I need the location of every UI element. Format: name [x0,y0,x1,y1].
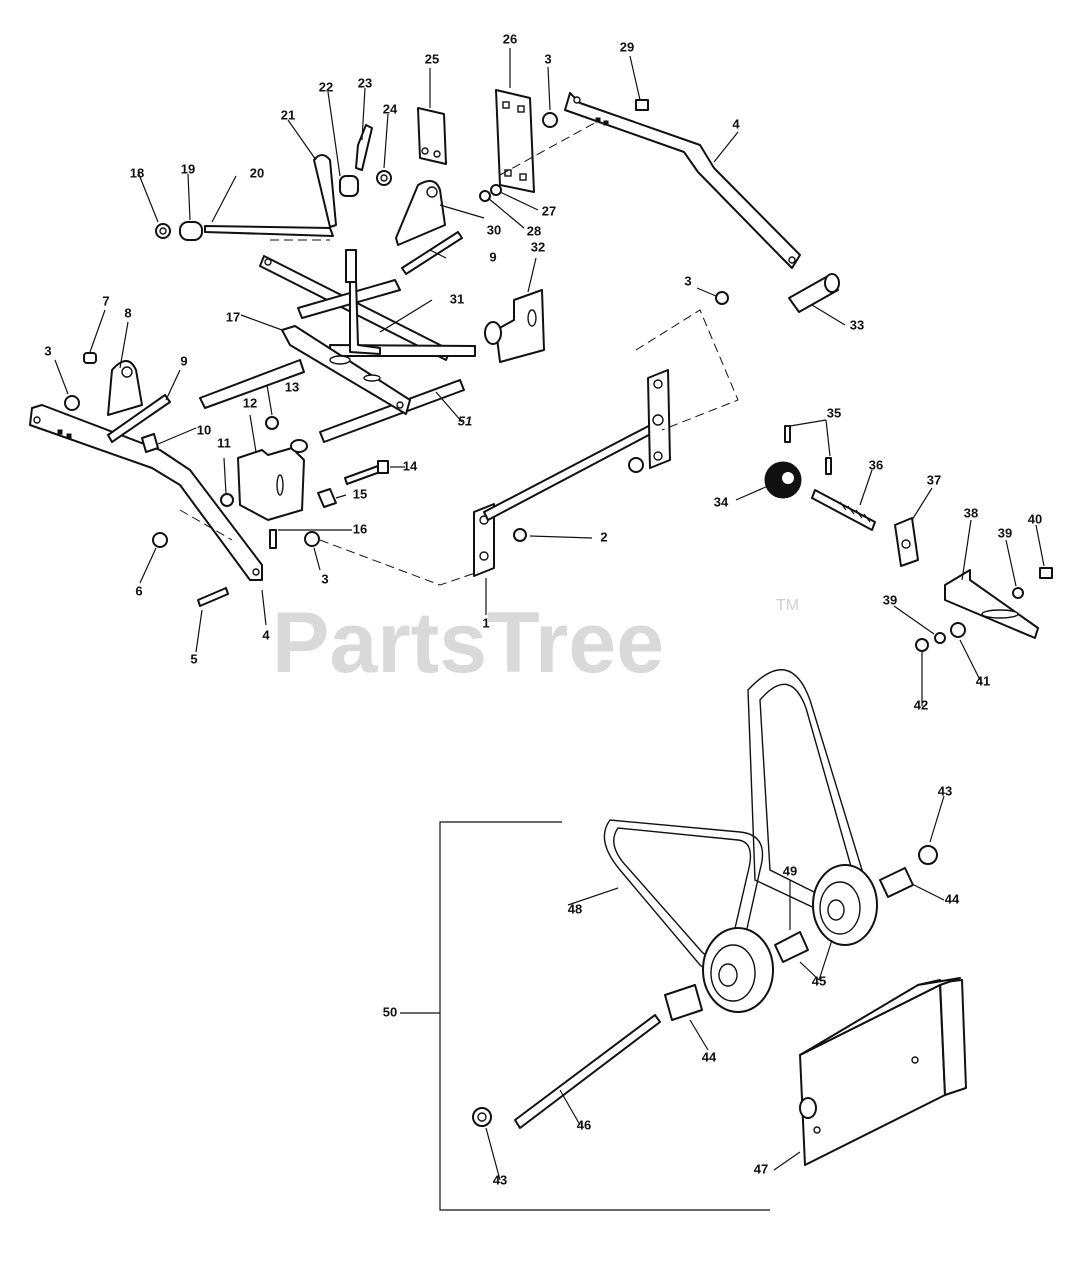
callout-51: 51 [458,413,472,428]
callout-4b: 4 [262,627,270,642]
plate-26 [495,89,535,193]
shaft-36 [811,489,876,531]
callout-9a: 9 [180,353,187,368]
watermark: PartsTree TM [272,595,799,691]
lift-arm-right [564,92,801,269]
callout-11: 11 [217,435,231,450]
callout-32: 32 [531,239,545,254]
sleeve-33 [788,273,840,313]
lift-arm-left [29,404,263,581]
callout-3c: 3 [684,273,691,288]
sprocket-34 [764,461,802,499]
callout-16: 16 [353,521,367,536]
callout-41: 41 [976,673,990,688]
bracket-30 [395,180,446,246]
spacer-15 [317,488,337,508]
callout-44b: 44 [702,1049,717,1064]
bracket-47 [799,977,967,1166]
bracket-32 [484,289,545,363]
shaft-assembly-17 [199,249,476,443]
bracket-12 [237,439,308,521]
callout-34: 34 [714,494,729,509]
callout-37: 37 [927,472,941,487]
callout-38: 38 [964,505,978,520]
callout-26: 26 [503,31,517,46]
callout-18: 18 [130,165,144,180]
callout-23: 23 [358,75,372,90]
rod-20 [155,221,334,241]
spacers-44-49 [664,845,938,1021]
pulleys-45 [702,864,878,1013]
callout-45: 45 [812,973,826,988]
callout-13: 13 [285,379,299,394]
pins-35 [784,425,832,475]
callout-3a: 3 [44,343,51,358]
plate-9-upper [401,231,463,275]
plate-25 [417,107,447,165]
group-bracket-50 [439,821,770,1211]
callout-8: 8 [124,305,131,320]
callout-50: 50 [383,1004,397,1019]
callout-40: 40 [1028,511,1042,526]
callout-labels: 1 2 3 3 3 3 4 4 5 6 7 8 9 9 10 11 12 13 … [44,31,1042,1187]
callout-24: 24 [383,101,398,116]
callout-2: 2 [600,529,607,544]
callout-14: 14 [403,458,418,473]
callout-6: 6 [135,583,142,598]
callout-25: 25 [425,51,439,66]
fasteners [64,99,729,607]
callout-15: 15 [353,486,367,501]
bracket-38 [944,569,1039,639]
callout-39a: 39 [998,525,1012,540]
pin-parts [313,124,392,228]
bolt-14 [344,460,389,485]
hardware-39-42 [915,567,1053,652]
rear-shaft-1 [473,369,671,577]
callout-20: 20 [250,165,264,180]
callout-36: 36 [869,457,883,472]
callout-30: 30 [487,222,501,237]
callout-17: 17 [226,309,240,324]
callout-22: 22 [319,79,333,94]
callout-21: 21 [281,107,295,122]
callout-10: 10 [197,422,211,437]
callout-27: 27 [542,203,556,218]
callout-33: 33 [850,317,864,332]
callout-5: 5 [190,651,197,666]
callout-28: 28 [527,223,541,238]
callout-43b: 43 [493,1172,507,1187]
leaders [54,48,1045,1181]
callout-31: 31 [450,291,464,306]
callout-39b: 39 [883,592,897,607]
callout-29: 29 [620,39,634,54]
callout-43a: 43 [938,783,952,798]
watermark-trademark: TM [776,597,799,614]
callout-47: 47 [754,1161,768,1176]
callout-3b: 3 [544,51,551,66]
callout-9b: 9 [489,249,496,264]
callout-42: 42 [914,697,928,712]
callout-46: 46 [577,1117,591,1132]
callout-1: 1 [482,615,489,630]
callout-44a: 44 [945,891,960,906]
callout-12: 12 [243,395,257,410]
callout-4a: 4 [732,116,740,131]
callout-3d: 3 [321,571,328,586]
watermark-text: PartsTree [272,595,664,691]
callout-49: 49 [783,863,797,878]
stud-46 [472,1014,661,1129]
bracket-8-plate-9 [83,352,171,453]
callout-7: 7 [102,293,109,308]
clip-37 [894,517,919,567]
callout-19: 19 [181,161,195,176]
callout-48: 48 [568,901,582,916]
alignment-lines [179,119,739,586]
callout-35: 35 [827,405,841,420]
